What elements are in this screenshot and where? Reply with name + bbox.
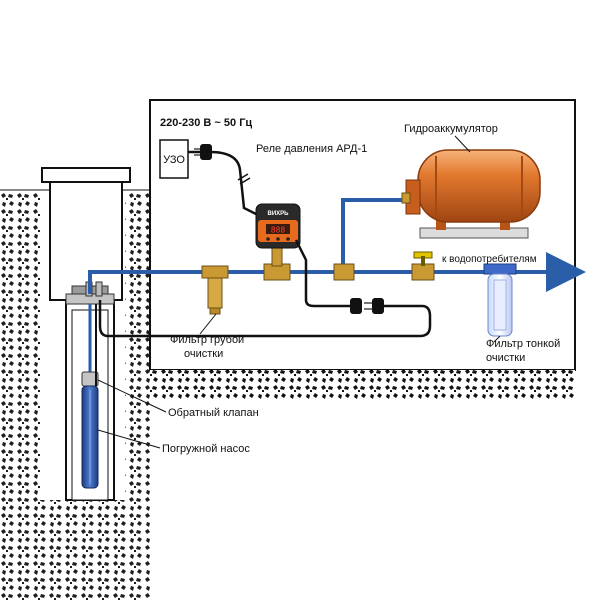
submersible-pump	[81, 385, 99, 489]
pump-plug	[364, 298, 384, 314]
accumulator-tee	[333, 263, 355, 281]
accumulator-label: Гидроаккумулятор	[404, 123, 498, 135]
hydraulic-accumulator	[401, 149, 541, 239]
pump-socket-cable	[294, 239, 352, 308]
coarse-filter-label-2: очистки	[184, 348, 223, 360]
pump-cable-route	[98, 300, 432, 338]
uzo-box	[159, 139, 189, 179]
fine-filter-label-2: очистки	[486, 352, 525, 364]
pump-socket	[350, 298, 362, 314]
power-spec-label: 220-230 В ~ 50 Гц	[160, 117, 252, 129]
fine-filter-leader	[493, 335, 501, 343]
pump-leader	[97, 429, 161, 449]
uzo-label: УЗО	[163, 154, 185, 166]
accumulator-leader	[454, 135, 471, 153]
pump-label: Погружной насос	[162, 443, 250, 455]
coarse-filter-leader	[199, 313, 217, 335]
check-valve-label: Обратный клапан	[168, 407, 259, 419]
fine-filter-label-1: Фильтр тонкой	[486, 338, 560, 350]
consumers-label: к водопотребителям	[442, 253, 537, 265]
check-valve-leader	[97, 379, 167, 413]
coarse-filter-label-1: Фильтр грубой	[170, 334, 244, 346]
pressure-relay: 888 ВИХРЬ	[255, 203, 301, 249]
supply-pipe-vertical	[88, 270, 230, 294]
coarse-filter	[201, 265, 229, 315]
ball-valve	[411, 251, 435, 281]
relay-brand: ВИХРЬ	[268, 211, 290, 217]
fine-filter	[483, 263, 517, 337]
accumulator-pipe	[341, 198, 410, 272]
power-plug	[194, 144, 212, 160]
relay-display: 888	[271, 226, 286, 235]
soil-under-room	[150, 370, 575, 400]
pressure-relay-label: Реле давления АРД-1	[256, 143, 367, 155]
relay-tee	[263, 245, 291, 281]
